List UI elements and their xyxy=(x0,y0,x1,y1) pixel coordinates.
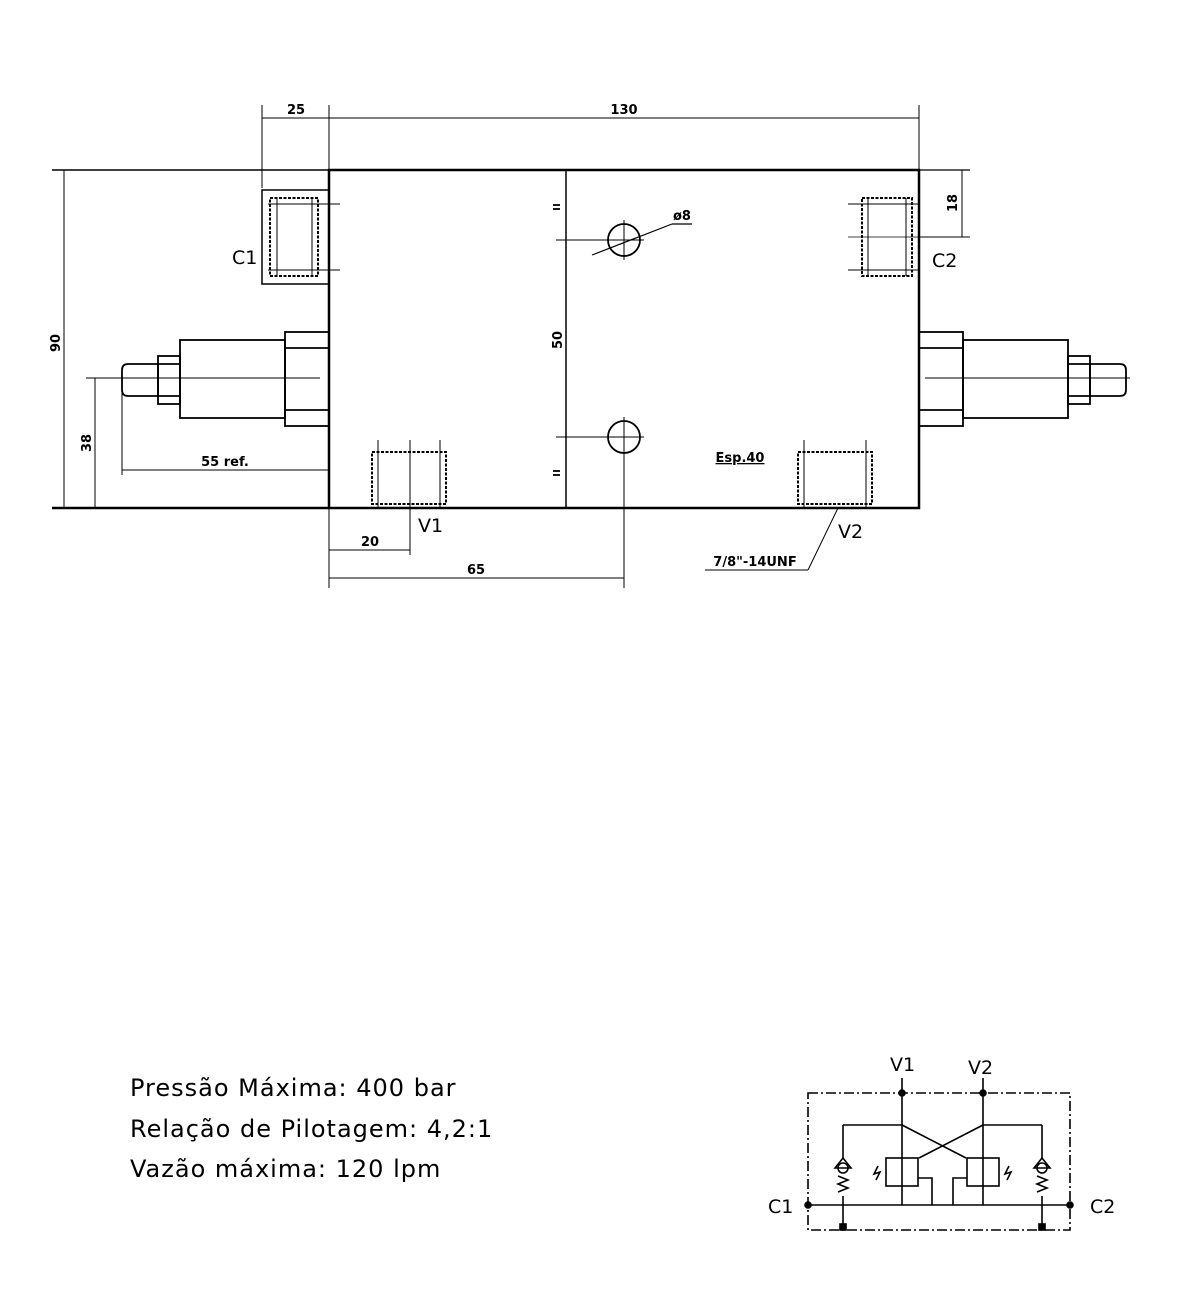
schematic-label-v1: V1 xyxy=(890,1054,915,1076)
dim-65: 65 xyxy=(467,563,485,578)
hydraulic-schematic xyxy=(804,1078,1074,1231)
spec-pilot-ratio: Relação de Pilotagem: 4,2:1 xyxy=(130,1115,493,1143)
port-label-c2: C2 xyxy=(932,250,957,272)
spec-max-flow: Vazão máxima: 120 lpm xyxy=(130,1155,441,1183)
dim-thread: 7/8"-14UNF xyxy=(713,555,796,570)
mounting-holes xyxy=(556,220,692,588)
spec-max-pressure: Pressão Máxima: 400 bar xyxy=(130,1074,457,1102)
port-v2-shape xyxy=(797,440,873,508)
port-label-v2: V2 xyxy=(838,521,863,543)
dim-thickness: Esp.40 xyxy=(716,451,765,466)
dimension-lines xyxy=(63,105,970,588)
dim-hole-diameter: ø8 xyxy=(673,209,691,224)
port-c2-shape xyxy=(848,197,919,277)
dim-38: 38 xyxy=(80,434,95,452)
dim-20: 20 xyxy=(361,535,379,550)
dim-55-ref: 55 ref. xyxy=(201,455,249,470)
dim-90: 90 xyxy=(49,334,64,352)
dim-50: 50 xyxy=(551,331,566,349)
dim-18: 18 xyxy=(946,194,961,212)
port-label-v1: V1 xyxy=(418,515,443,537)
schematic-label-c1: C1 xyxy=(768,1196,793,1218)
dim-130: 130 xyxy=(610,103,637,118)
port-v1-shape xyxy=(371,440,447,555)
schematic-label-c2: C2 xyxy=(1090,1196,1115,1218)
dim-25: 25 xyxy=(287,103,305,118)
valve-body-drawing xyxy=(52,168,1130,588)
port-c1-shape xyxy=(261,189,340,285)
right-cartridge-shape xyxy=(918,331,1130,427)
port-label-c1: C1 xyxy=(232,247,257,269)
schematic-label-v2: V2 xyxy=(968,1057,993,1079)
